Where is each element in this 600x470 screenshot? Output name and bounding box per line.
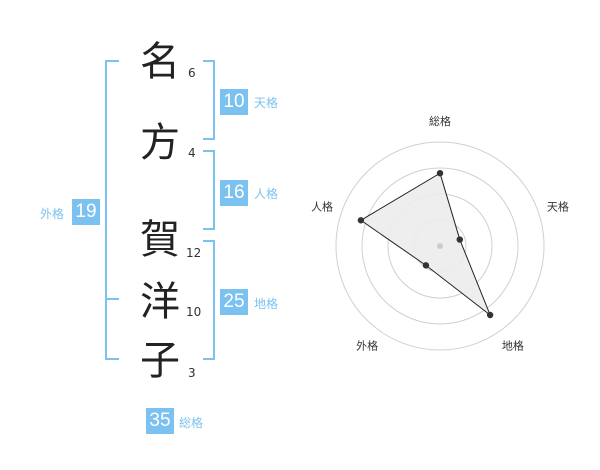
stroke-count-1: 6 [188,66,196,80]
radar-axis-label-3: 地格 [502,338,524,352]
jinkaku-value: 16 [220,180,248,206]
name-char-1: 名 [140,39,180,85]
radar-point-5 [357,217,365,224]
soukaku-value: 35 [146,408,174,434]
stroke-count-5: 3 [188,366,196,380]
radar-axis-label-5: 人格 [311,200,333,214]
name-char-3: 賀 [140,217,180,263]
chikaku-label: 地格 [254,297,279,311]
name-char-2: 方 [140,120,180,166]
gaikaku-value: 19 [72,199,100,225]
chikaku-value: 25 [220,289,248,315]
gaikaku-label: 外格 [40,207,65,221]
radar-point-3 [486,311,494,319]
radar-point-1 [436,170,444,177]
stroke-count-4: 10 [186,305,202,319]
radar-axis-label-2: 天格 [547,200,569,214]
radar-axis-label-4: 外格 [356,338,378,352]
radar-ring-4 [335,141,545,351]
radar-polygon [359,172,492,317]
radar-axis-label-1: 総格 [429,114,451,128]
soukaku-label: 総格 [179,416,204,430]
jinkaku-label: 人格 [254,187,279,201]
radar-point-4 [422,262,430,269]
stroke-count-2: 4 [188,146,196,160]
tenkaku-value: 10 [220,89,248,115]
radar-ring-3 [361,167,519,325]
stroke-count-3: 12 [186,246,202,260]
tenkaku-label: 天格 [254,96,279,110]
radar-point-2 [456,236,463,243]
name-char-5: 子 [140,338,180,384]
radar-center [437,243,443,249]
name-char-4: 洋 [140,279,180,325]
